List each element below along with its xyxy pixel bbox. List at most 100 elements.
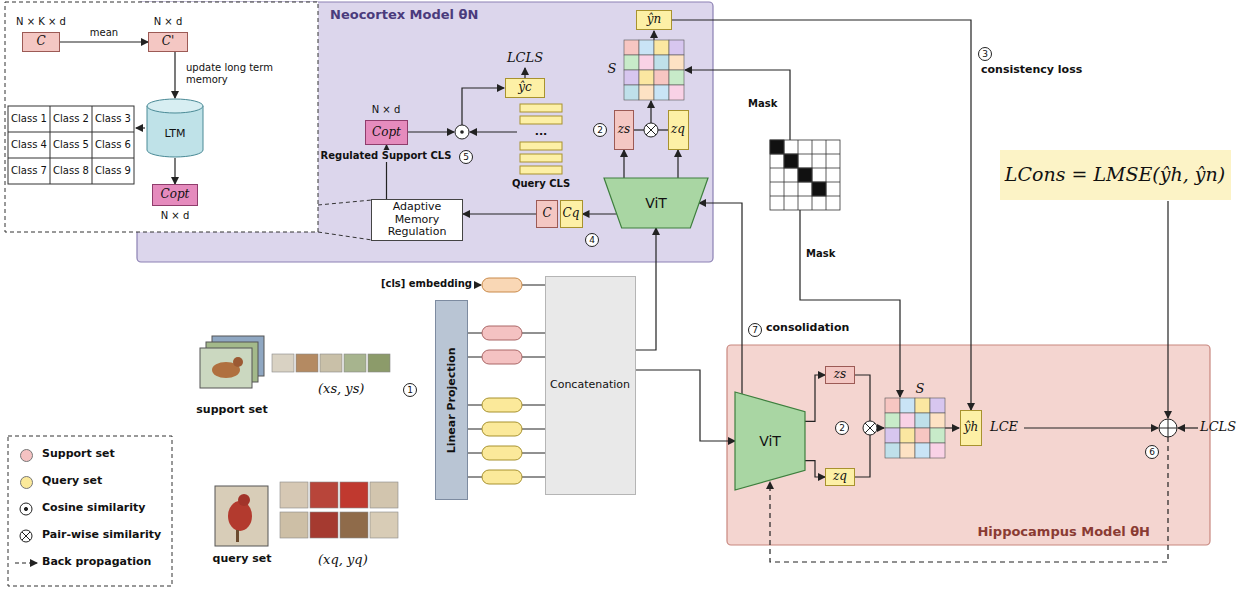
connector — [623, 150, 624, 178]
similarity-matrix — [624, 40, 684, 100]
node-label: Cq — [563, 207, 580, 221]
legend-text: Pair-wise similarity — [42, 529, 161, 542]
prototype-block: Copt — [152, 184, 198, 206]
connector — [805, 375, 825, 421]
callout-number: 3 — [978, 47, 992, 61]
part-label: Query CLS — [512, 178, 570, 190]
connector — [583, 213, 617, 214]
table-cell: Class 2 — [53, 113, 89, 125]
node-label: LCons = LMSE(ŷh, ŷn) — [1005, 164, 1225, 186]
table-cell: Class 5 — [53, 139, 89, 151]
node-label: C — [36, 35, 45, 49]
node-label: ŷn — [647, 13, 662, 27]
connector — [174, 158, 175, 184]
prediction-block: ŷh — [960, 410, 982, 446]
loss-label: LCLS — [1200, 420, 1236, 435]
legend-swatch — [20, 476, 33, 489]
connector — [636, 228, 657, 350]
legend-symbols — [15, 503, 37, 563]
embedding-block: C' — [148, 32, 188, 52]
dimension-label: N × K × d — [16, 16, 66, 28]
node-label: zq — [833, 470, 847, 484]
feature-block: zq — [668, 110, 689, 150]
model-panel: Hippocampus Model θH ViT zs zq ŷh — [727, 345, 1210, 545]
query-image — [215, 486, 268, 546]
node-label: Adaptive Memory Regulation — [376, 201, 458, 239]
cosine-similarity-symbol — [455, 125, 469, 139]
node-label: ŷh — [964, 421, 979, 435]
hippocampus-panel-fill — [727, 345, 1210, 545]
callout-number: 2 — [835, 421, 849, 435]
table-cell: Class 3 — [95, 113, 131, 125]
math-label: (xq, yq) — [318, 553, 368, 568]
panel-title: Hippocampus Model θH — [977, 524, 1150, 539]
loss-label: LCE — [990, 420, 1018, 435]
node-label: ŷc — [518, 81, 532, 95]
node-label: C — [542, 207, 551, 221]
vit-encoder: ViT — [735, 392, 805, 490]
token-lines — [468, 285, 545, 477]
operation-label: update long term memory — [186, 62, 296, 85]
connector — [636, 370, 736, 441]
prototype-block: Copt — [365, 120, 408, 145]
callout-number: 2 — [593, 123, 607, 137]
legend-swatch — [20, 449, 33, 462]
signal-label: Mask — [748, 98, 777, 110]
projection-layer: Linear Projection — [435, 300, 468, 500]
zoom-line — [318, 200, 372, 205]
legend-text: Support set — [42, 448, 115, 461]
prediction-block: ŷn — [636, 10, 672, 30]
table-cell: Class 7 — [11, 165, 47, 177]
zoom-inset — [5, 2, 318, 232]
part-label: [cls] embedding — [381, 278, 472, 290]
operation-label: mean — [90, 27, 118, 39]
model-panel: Neocortex Model θNŷcCoptŷnzszqViTCCqAdap… — [137, 2, 713, 262]
connector — [699, 203, 742, 394]
connector — [463, 213, 536, 214]
query-patches — [280, 482, 398, 538]
connector — [677, 150, 678, 178]
table-cell: Class 8 — [53, 165, 89, 177]
node-label: Copt — [161, 188, 190, 202]
table-cell: Class 9 — [95, 165, 131, 177]
pairwise-similarity-symbol — [644, 123, 877, 435]
node-label: C' — [162, 35, 174, 49]
connector — [672, 20, 971, 410]
vit-encoder: ViT — [604, 178, 708, 228]
callout-number: 5 — [459, 150, 473, 164]
concatenation-block: Concatenation — [545, 276, 636, 495]
zoom-line — [318, 232, 372, 240]
feature-block: Cq — [560, 200, 583, 228]
connector — [60, 41, 148, 42]
feature-block: C — [536, 200, 558, 228]
support-patches — [272, 354, 390, 372]
memory-arrow — [136, 127, 145, 128]
node-label: ViT — [759, 433, 781, 449]
callout-number: 1 — [403, 383, 417, 397]
mask-matrix — [770, 140, 840, 210]
dimension-label: N × d — [372, 104, 401, 116]
part-label: query set — [213, 553, 272, 566]
matrix-label: S — [608, 62, 617, 77]
memory-cylinder: LTM — [146, 98, 204, 158]
table-cell: Class 1 — [11, 113, 47, 125]
class-grid — [8, 106, 134, 184]
legend-text: Back propagation — [42, 556, 151, 569]
tokens — [482, 278, 522, 484]
legend-text: Cosine similarity — [42, 502, 145, 515]
legend-box — [8, 436, 172, 586]
connector — [174, 52, 175, 98]
feature-block: zs — [825, 366, 855, 384]
similarity-matrix — [885, 398, 945, 458]
node-label: LTM — [165, 128, 186, 141]
node-label: zs — [618, 123, 630, 137]
math-label: (xs, ys) — [318, 382, 364, 397]
backprop-line — [770, 437, 1168, 562]
signal-label: Mask — [806, 248, 835, 260]
feature-block: zs — [614, 110, 634, 150]
part-label: Regulated Support CLS — [319, 150, 454, 162]
part-label: consolidation — [766, 322, 849, 335]
ellipsis: ... — [535, 126, 548, 139]
part-label: support set — [196, 404, 267, 417]
node-label: zs — [834, 368, 846, 382]
